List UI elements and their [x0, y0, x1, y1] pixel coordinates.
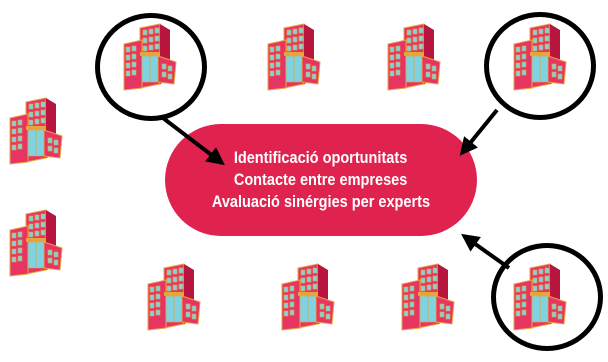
arrow-top-right-to-center: [459, 108, 499, 156]
highlight-circle-top-left: [95, 13, 207, 121]
building-icon: [382, 22, 442, 92]
process-step-identification: Identificació oportunitats: [234, 149, 408, 167]
building-icon: [396, 262, 456, 332]
building-icon: [4, 208, 64, 278]
arrow-bottom-right-to-center: [461, 233, 511, 270]
center-process-box: Identificació oportunitats Contacte entr…: [165, 124, 477, 236]
arrow-top-left-to-center: [161, 116, 225, 166]
building-icon: [4, 96, 64, 166]
process-step-evaluation: Avaluació sinérgies per experts: [211, 193, 431, 211]
process-step-contact: Contacte entre empreses: [234, 171, 408, 189]
building-icon: [142, 262, 202, 332]
building-icon: [276, 262, 336, 332]
building-icon: [262, 22, 322, 92]
highlight-circle-top-right: [484, 12, 596, 120]
highlight-circle-bottom-right: [491, 243, 603, 351]
